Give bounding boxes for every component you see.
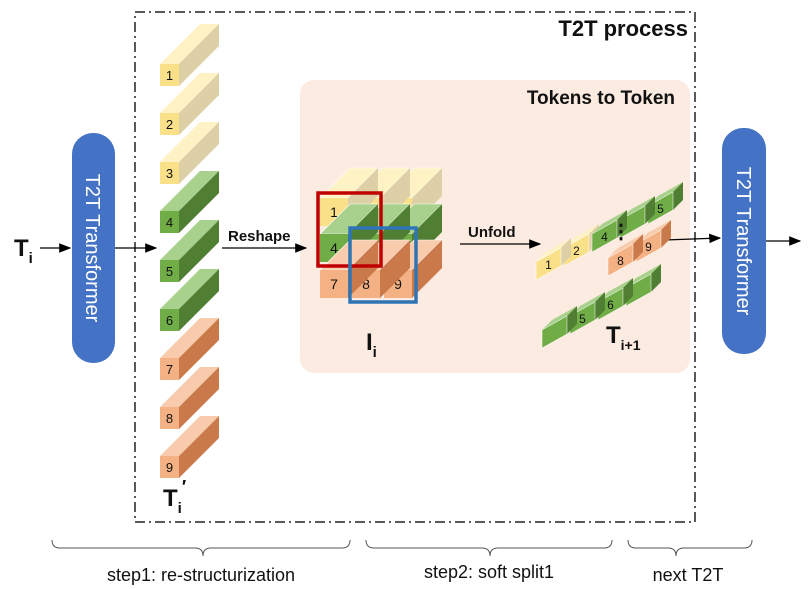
bar-number: 1 (545, 258, 552, 272)
step1-label: step1: re-structurization (107, 565, 295, 585)
ellipsis: ⋮ (611, 221, 631, 243)
tokens-to-token-title: Tokens to Token (527, 88, 675, 109)
bar-segment (541, 306, 577, 349)
bar-segment: 5 (647, 182, 683, 225)
brace-step2 (365, 539, 613, 557)
token-stick: 3 (160, 122, 219, 184)
token-number: 6 (166, 313, 173, 328)
grid-number: 1 (330, 204, 338, 220)
bar-segment: 5 (569, 292, 605, 335)
arrow-to-next-transformer (664, 233, 722, 244)
grid-number: 9 (394, 276, 402, 292)
bar-segment: 1 (535, 238, 571, 281)
bar-number: 2 (573, 244, 580, 258)
token-number: 2 (166, 117, 173, 132)
left-t2t-transformer-block (72, 133, 115, 363)
token-number: 7 (166, 362, 173, 377)
token-stick: 1 (160, 24, 219, 86)
reshape-label: Reshape (228, 228, 291, 245)
blue-patch-box (348, 226, 418, 304)
token-number: 3 (166, 166, 173, 181)
bar-number: 5 (657, 202, 664, 216)
bar-number: 6 (607, 298, 614, 312)
token-number: 1 (166, 68, 173, 83)
grid-number: 4 (330, 240, 338, 256)
token-stick: 9 (160, 416, 219, 478)
token-number: 4 (166, 215, 173, 230)
bar-number: 8 (617, 254, 624, 268)
token-stick: 4 (160, 171, 219, 233)
bar-number: 4 (601, 230, 608, 244)
bar-segment (619, 196, 655, 239)
bar-number: 5 (579, 312, 586, 326)
bar-segment: 8 (607, 234, 643, 277)
brace-step3 (627, 539, 753, 557)
reshaped-tokens-label: Ti′ (163, 477, 186, 517)
token-stick: 8 (160, 367, 219, 429)
right-t2t-transformer-label: T2T Transformer (732, 167, 754, 316)
token-number: 8 (166, 411, 173, 426)
input-tokens-label: Ti (14, 235, 33, 267)
token-stick: 2 (160, 73, 219, 135)
right-t2t-transformer-block (722, 128, 766, 354)
token-stick: 6 (160, 269, 219, 331)
token-stick: 7 (160, 318, 219, 380)
bar-number: 9 (645, 240, 652, 254)
t2t-process-title: T2T process (558, 16, 688, 41)
unfold-label: Unfold (468, 224, 515, 241)
step2-label: step2: soft split1 (424, 562, 554, 582)
bar-segment: 4 (591, 210, 627, 253)
output-tokens-label: Ti+1 (606, 322, 641, 353)
grid-number: 7 (330, 276, 338, 292)
left-t2t-transformer-label: T2T Transformer (81, 174, 103, 323)
bar-segment: 6 (597, 278, 633, 321)
t2t-process-frame (134, 11, 696, 523)
unfolded-token-bars: 2 1 5 4 9 8 6 5 (535, 182, 683, 349)
image-label: Ii (366, 329, 377, 361)
token-number: 9 (166, 460, 173, 475)
token-sequence-column: 1 2 3 4 5 6 7 8 9 (160, 24, 219, 478)
step3-label: next T2T (653, 565, 724, 585)
brace-step1 (51, 539, 351, 557)
token-number: 5 (166, 264, 173, 279)
grid-number: 8 (362, 276, 370, 292)
token-stick: 5 (160, 220, 219, 282)
